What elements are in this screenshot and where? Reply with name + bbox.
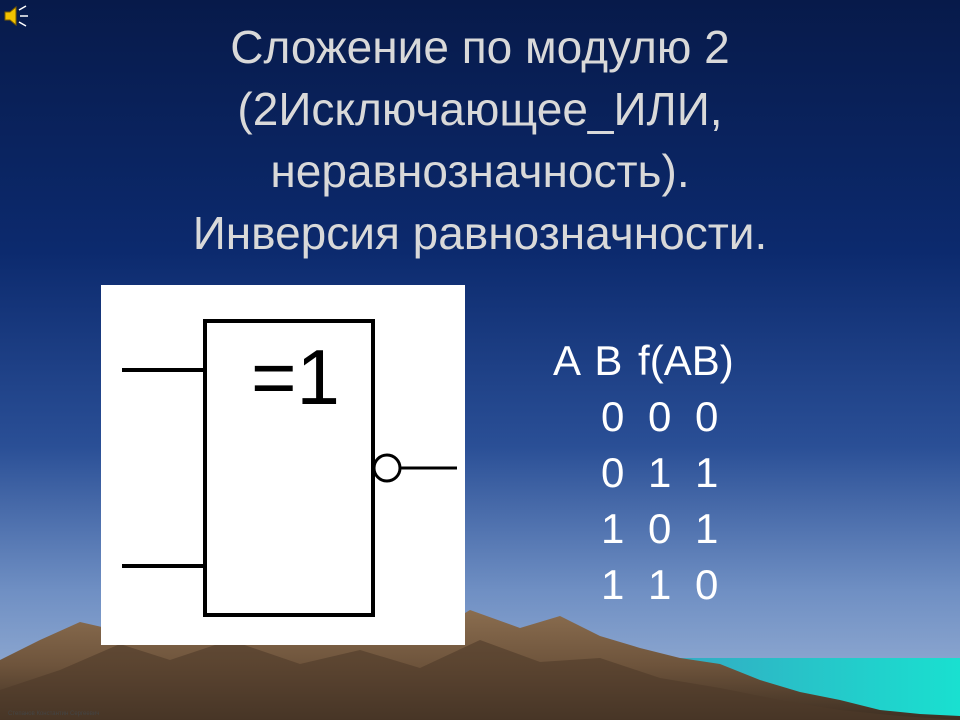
inversion-circle (372, 453, 402, 483)
footer-author: Степанов Константин Сергеевич (8, 711, 100, 717)
slide-title: Сложение по модулю 2 (2Исключающее_ИЛИ, … (0, 16, 960, 264)
gate-label: =1 (251, 333, 340, 421)
truth-table-row: 0 0 0 (601, 393, 721, 440)
title-line-4: Инверсия равнозначности. (192, 207, 768, 259)
truth-table-row: 1 0 1 (601, 505, 721, 552)
truth-table-row: 0 1 1 (601, 449, 721, 496)
title-line-1: Сложение по модулю 2 (230, 21, 730, 73)
speaker-icon[interactable] (2, 2, 30, 30)
gate-symbol (122, 319, 457, 617)
title-line-2: (2Исключающее_ИЛИ, (237, 83, 723, 135)
truth-table-header: A B f(AB) (553, 337, 734, 384)
xnor-gate-diagram: =1 (101, 285, 465, 645)
title-line-3: неравнозначность). (270, 145, 690, 197)
truth-table-row: 1 1 0 (601, 561, 721, 608)
truth-table: A B f(AB) 0 0 0 0 1 1 1 0 1 1 1 0 (553, 333, 734, 613)
